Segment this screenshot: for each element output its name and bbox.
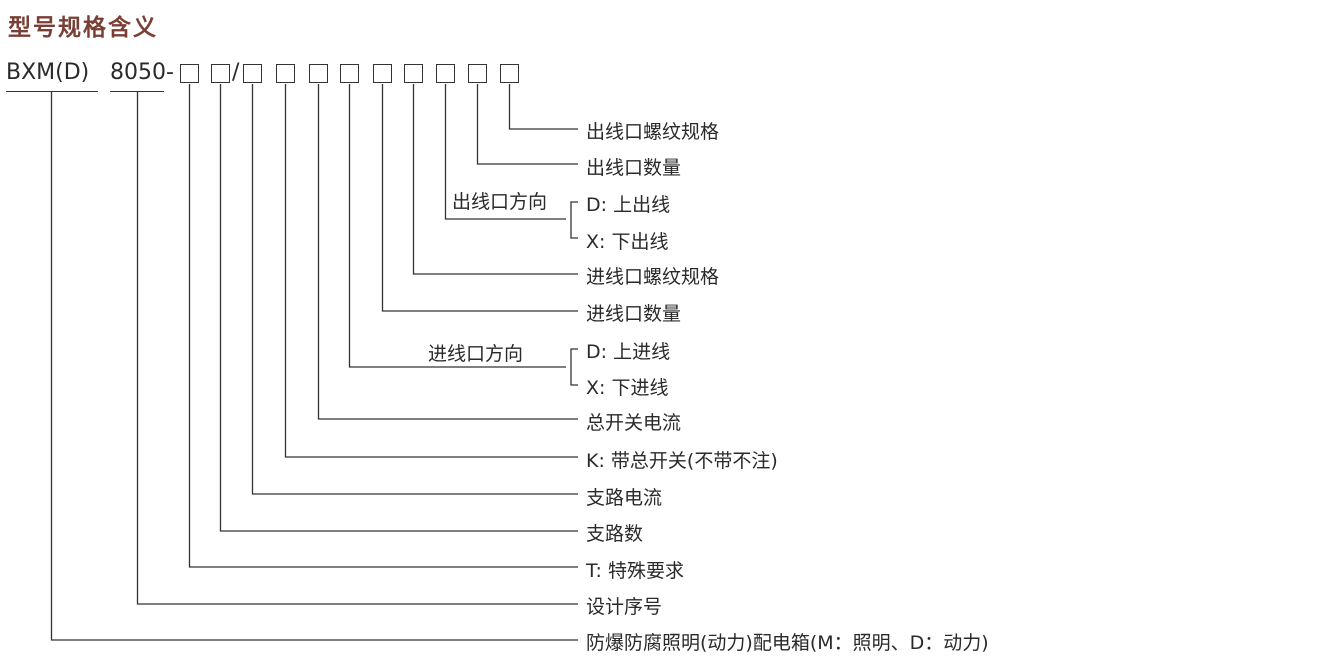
prefix-underline	[6, 91, 98, 92]
line-inlet-direction	[348, 84, 566, 368]
code-box-main-current	[309, 64, 328, 83]
line-outlet-direction	[444, 84, 566, 220]
line-outlet-thread	[508, 84, 578, 130]
line-main-current	[317, 84, 578, 420]
label-outlet-qty: 出线口数量	[586, 157, 682, 179]
diagram-title: 型号规格含义	[8, 15, 158, 41]
code-box-branch-current	[243, 64, 262, 83]
line-outlet-qty	[476, 84, 578, 165]
label-inlet-thread: 进线口螺纹规格	[586, 266, 720, 288]
label-special: T: 特殊要求	[586, 560, 684, 582]
code-box-inlet-direction	[340, 64, 359, 83]
line-branch-current	[251, 84, 578, 495]
label-branch-current: 支路电流	[586, 487, 663, 509]
line-special	[188, 84, 578, 568]
code-box-outlet-thread	[500, 64, 519, 83]
label-outlet-down: X: 下出线	[586, 231, 669, 253]
code-box-inlet-qty	[373, 64, 392, 83]
line-branch-count	[219, 84, 578, 532]
label-inlet-up: D: 上进线	[586, 341, 671, 363]
code-box-inlet-thread	[404, 64, 423, 83]
line-inlet-thread	[412, 84, 578, 275]
code-box-branch-count	[211, 64, 230, 83]
code-box-main-switch	[276, 64, 295, 83]
model-prefix: BXM(D)	[6, 60, 90, 85]
label-main-switch: K: 带总开关(不带不注)	[586, 450, 778, 472]
model-slash: /	[232, 60, 240, 85]
code-box-special	[180, 64, 199, 83]
inlet-direction-group-label: 进线口方向	[428, 343, 524, 365]
code-box-outlet-qty	[468, 64, 487, 83]
bracket-inlet-direction	[570, 348, 578, 386]
label-product: 防爆防腐照明(动力)配电箱(M：照明、D：动力)	[586, 632, 989, 654]
label-branch-count: 支路数	[586, 523, 644, 545]
outlet-direction-group-label: 出线口方向	[452, 191, 548, 213]
series-underline	[110, 91, 164, 92]
label-outlet-up: D: 上出线	[586, 194, 671, 216]
code-box-outlet-direction	[436, 64, 455, 83]
line-product	[50, 92, 578, 641]
bracket-outlet-direction	[570, 201, 578, 239]
line-inlet-qty	[381, 84, 578, 312]
label-inlet-qty: 进线口数量	[586, 303, 682, 325]
label-outlet-thread: 出线口螺纹规格	[586, 121, 720, 143]
label-main-current: 总开关电流	[586, 412, 682, 434]
label-inlet-down: X: 下进线	[586, 377, 669, 399]
model-series: 8050-	[110, 60, 174, 85]
label-design-no: 设计序号	[586, 596, 663, 618]
line-design-no	[136, 92, 578, 605]
line-main-switch	[284, 84, 578, 458]
